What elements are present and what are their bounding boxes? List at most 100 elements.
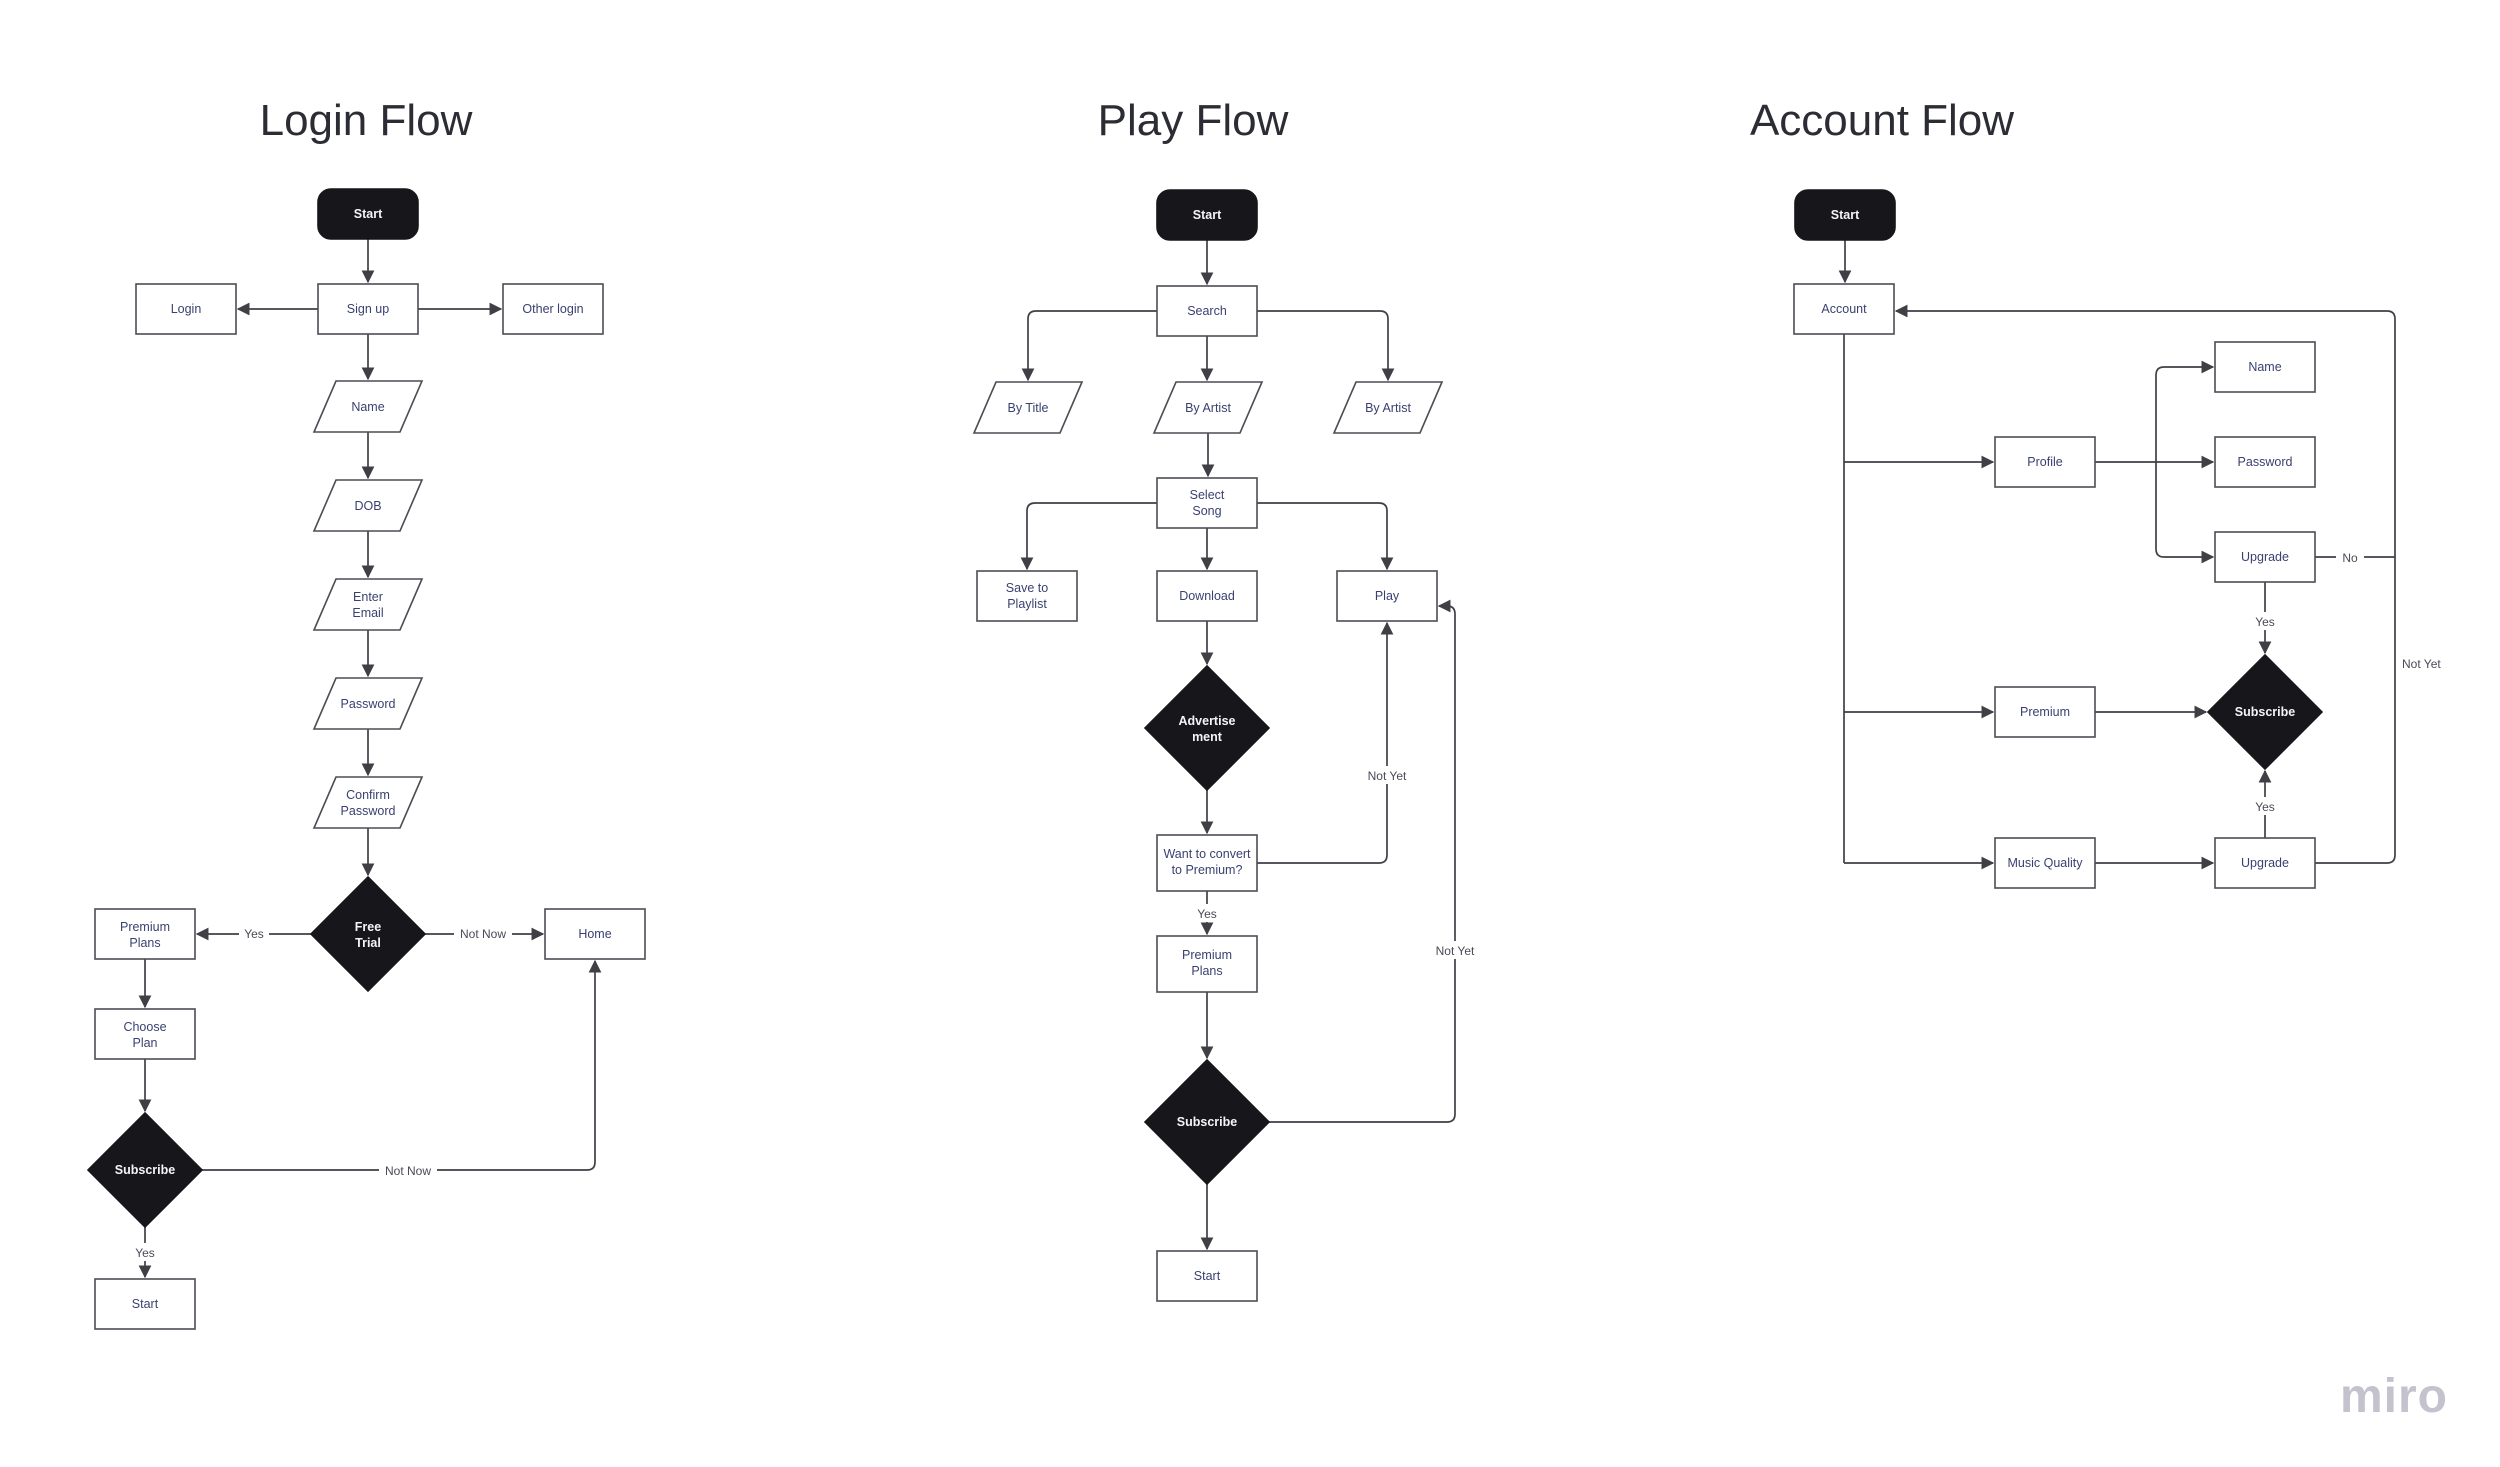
edge-label-subscribe-yes: Yes [130, 1243, 160, 1261]
node-account-name[interactable]: Name [2214, 341, 2316, 393]
svg-text:Search: Search [1187, 304, 1227, 318]
edge-selectsong-save [1020, 502, 1157, 571]
node-account-premium[interactable]: Premium [1994, 686, 2096, 738]
node-login-password[interactable]: Password [312, 677, 424, 730]
svg-text:Yes: Yes [1197, 907, 1217, 921]
node-login-subscribe-decision[interactable]: Subscribe [86, 1111, 204, 1229]
svg-text:Start: Start [132, 1297, 159, 1311]
edge-subscribe-play-notyet [1269, 599, 1456, 1123]
svg-text:Password: Password [2238, 455, 2293, 469]
node-login-choose-plan[interactable]: Choose Plan [94, 1008, 196, 1060]
node-account-upgrade-top[interactable]: Upgrade [2214, 531, 2316, 583]
node-login-dob[interactable]: DOB [312, 479, 424, 532]
svg-text:Not Yet: Not Yet [1368, 769, 1407, 783]
edge-label-want-notyet: Not Yet [1360, 766, 1414, 784]
edge-label-upgrade-yes: Yes [2250, 612, 2280, 630]
edge-subscribe-home [202, 959, 602, 1171]
flow-title-play[interactable]: Play Flow [1098, 96, 1289, 145]
node-login-confirm-password[interactable]: Confirm Password [312, 776, 424, 829]
svg-text:Subscribe: Subscribe [2235, 705, 2295, 719]
node-play-save-to-playlist[interactable]: Save to Playlist [976, 570, 1078, 622]
node-account-password[interactable]: Password [2214, 436, 2316, 488]
node-play-premium-plans[interactable]: Premium Plans [1156, 935, 1258, 993]
svg-text:Upgrade: Upgrade [2241, 550, 2289, 564]
node-play-download[interactable]: Download [1156, 570, 1258, 622]
node-login-freetrial-decision[interactable]: Free Trial [309, 875, 427, 993]
node-account-account[interactable]: Account [1793, 283, 1895, 335]
edge-profile-name [2155, 360, 2215, 462]
svg-text:Yes: Yes [2255, 615, 2275, 629]
svg-text:Other login: Other login [522, 302, 583, 316]
node-login-otherlogin[interactable]: Other login [502, 283, 604, 335]
svg-text:Not Now: Not Now [460, 927, 506, 941]
svg-text:Download: Download [1179, 589, 1235, 603]
node-play-advertisement-decision[interactable]: Advertise ment [1143, 664, 1271, 792]
edge-label-want-yes: Yes [1192, 904, 1222, 922]
node-play-byartist-right[interactable]: By Artist [1332, 381, 1444, 434]
node-login-home[interactable]: Home [544, 908, 646, 960]
node-play-play[interactable]: Play [1336, 570, 1438, 622]
svg-text:Home: Home [578, 927, 611, 941]
edge-feedback-account [1894, 304, 2396, 864]
svg-text:Premium: Premium [1182, 948, 1232, 962]
edge-profile-upgrade [2155, 462, 2215, 564]
svg-text:Not Yet: Not Yet [2402, 657, 2441, 671]
node-play-search[interactable]: Search [1156, 285, 1258, 337]
node-login-enter-email[interactable]: Enter Email [312, 578, 424, 631]
node-login-start-terminal[interactable]: Start [317, 188, 419, 240]
node-play-subscribe-decision[interactable]: Subscribe [1143, 1058, 1271, 1186]
node-play-bytitle[interactable]: By Title [972, 381, 1084, 434]
node-play-start-terminal[interactable]: Start [1156, 189, 1258, 241]
svg-text:Sign up: Sign up [347, 302, 389, 316]
svg-text:Password: Password [341, 697, 396, 711]
node-play-want-convert[interactable]: Want to convert to Premium? [1156, 834, 1258, 892]
svg-text:DOB: DOB [354, 499, 381, 513]
svg-text:Plans: Plans [1191, 964, 1222, 978]
node-account-subscribe-decision[interactable]: Subscribe [2206, 653, 2324, 771]
svg-text:Not Now: Not Now [385, 1164, 431, 1178]
node-play-selectsong[interactable]: Select Song [1156, 477, 1258, 529]
svg-text:Save to: Save to [1006, 581, 1048, 595]
svg-text:ment: ment [1192, 730, 1223, 744]
svg-text:Advertise: Advertise [1179, 714, 1236, 728]
node-play-byartist-mid[interactable]: By Artist [1152, 381, 1264, 434]
flow-title-account[interactable]: Account Flow [1750, 96, 2014, 145]
svg-text:Free: Free [355, 920, 381, 934]
svg-text:Start: Start [1193, 208, 1222, 222]
svg-text:Trial: Trial [355, 936, 381, 950]
svg-text:Start: Start [1194, 1269, 1221, 1283]
svg-text:Subscribe: Subscribe [1177, 1115, 1237, 1129]
svg-text:Login: Login [171, 302, 202, 316]
svg-text:Music Quality: Music Quality [2007, 856, 2083, 870]
node-play-start-end[interactable]: Start [1156, 1250, 1258, 1302]
edge-label-upgrade-no: No [2336, 548, 2364, 566]
node-login-start-end[interactable]: Start [94, 1278, 196, 1330]
node-account-start-terminal[interactable]: Start [1794, 189, 1896, 241]
login-flow: Login Flow Yes Not Now Yes [86, 96, 646, 1330]
svg-text:Select: Select [1190, 488, 1225, 502]
node-account-music-quality[interactable]: Music Quality [1994, 837, 2096, 889]
svg-text:Want to convert: Want to convert [1163, 847, 1251, 861]
edge-label-freetrial-notnow: Not Now [454, 925, 512, 943]
svg-text:Subscribe: Subscribe [115, 1163, 175, 1177]
svg-text:Song: Song [1192, 504, 1221, 518]
edge-want-play-notyet [1257, 621, 1394, 864]
svg-text:Upgrade: Upgrade [2241, 856, 2289, 870]
edge-search-bytitle [1021, 310, 1157, 382]
svg-text:Profile: Profile [2027, 455, 2062, 469]
svg-text:Premium: Premium [2020, 705, 2070, 719]
node-login-name[interactable]: Name [312, 380, 424, 433]
node-account-upgrade-bottom[interactable]: Upgrade [2214, 837, 2316, 889]
flow-title-login[interactable]: Login Flow [260, 96, 473, 145]
svg-text:Yes: Yes [244, 927, 264, 941]
edge-search-byartist-right [1257, 310, 1395, 382]
svg-text:Enter: Enter [353, 590, 383, 604]
node-login-login[interactable]: Login [135, 283, 237, 335]
svg-text:Playlist: Playlist [1007, 597, 1047, 611]
node-account-profile[interactable]: Profile [1994, 436, 2096, 488]
svg-text:Plans: Plans [129, 936, 160, 950]
node-login-premium-plans[interactable]: Premium Plans [94, 908, 196, 960]
node-login-signup[interactable]: Sign up [317, 283, 419, 335]
